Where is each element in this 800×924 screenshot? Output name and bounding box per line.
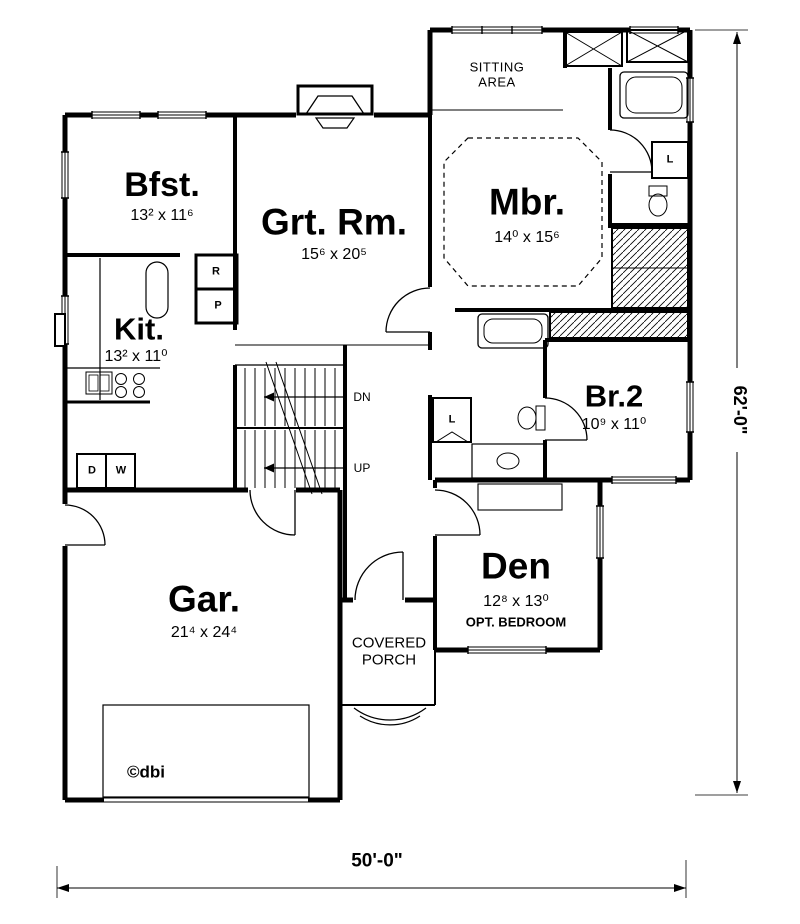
sitting-area-label-line1: SITTING xyxy=(469,59,525,75)
room-dims-den: 12⁸ x 13⁰ xyxy=(483,593,549,610)
room-note-den: OPT. BEDROOM xyxy=(465,614,567,630)
room-name-mbr: Mbr. xyxy=(488,181,566,223)
copyright-label: ©dbi xyxy=(126,762,166,782)
stairs-up-label: UP xyxy=(353,461,371,475)
sitting-area-label-line2: AREA xyxy=(478,74,516,90)
room-dims-bfst: 13² x 11⁶ xyxy=(130,207,194,224)
range-label: R xyxy=(212,265,220,278)
room-name-kit: Kit. xyxy=(114,311,164,347)
overall-depth-dimension: 62'-0" xyxy=(730,385,750,435)
room-dims-mbr: 14⁰ x 15⁶ xyxy=(494,229,560,246)
porch-label-line2: PORCH xyxy=(361,651,417,669)
room-dims-grt-rm: 15⁶ x 20⁵ xyxy=(301,246,367,263)
porch-label-line1: COVERED xyxy=(351,634,427,652)
linen-label-hall: L xyxy=(448,413,456,426)
room-name-den: Den xyxy=(481,545,551,587)
overall-width-dimension: 50'-0" xyxy=(351,850,403,872)
pantry-label: P xyxy=(214,299,222,312)
room-name-gar: Gar. xyxy=(168,578,240,620)
room-dims-br2: 10⁹ x 11⁰ xyxy=(581,416,647,433)
room-dims-gar: 21⁴ x 24⁴ xyxy=(170,624,238,641)
linen-label-master: L xyxy=(666,153,674,166)
room-name-bfst: Bfst. xyxy=(124,166,200,204)
room-name-grt-rm: Grt. Rm. xyxy=(261,201,407,243)
room-name-br2: Br.2 xyxy=(584,378,644,414)
dryer-label: D xyxy=(88,464,96,477)
washer-label: W xyxy=(115,464,127,477)
stairs-dn-label: DN xyxy=(353,390,371,404)
room-dims-kit: 13² x 11⁰ xyxy=(104,348,168,365)
